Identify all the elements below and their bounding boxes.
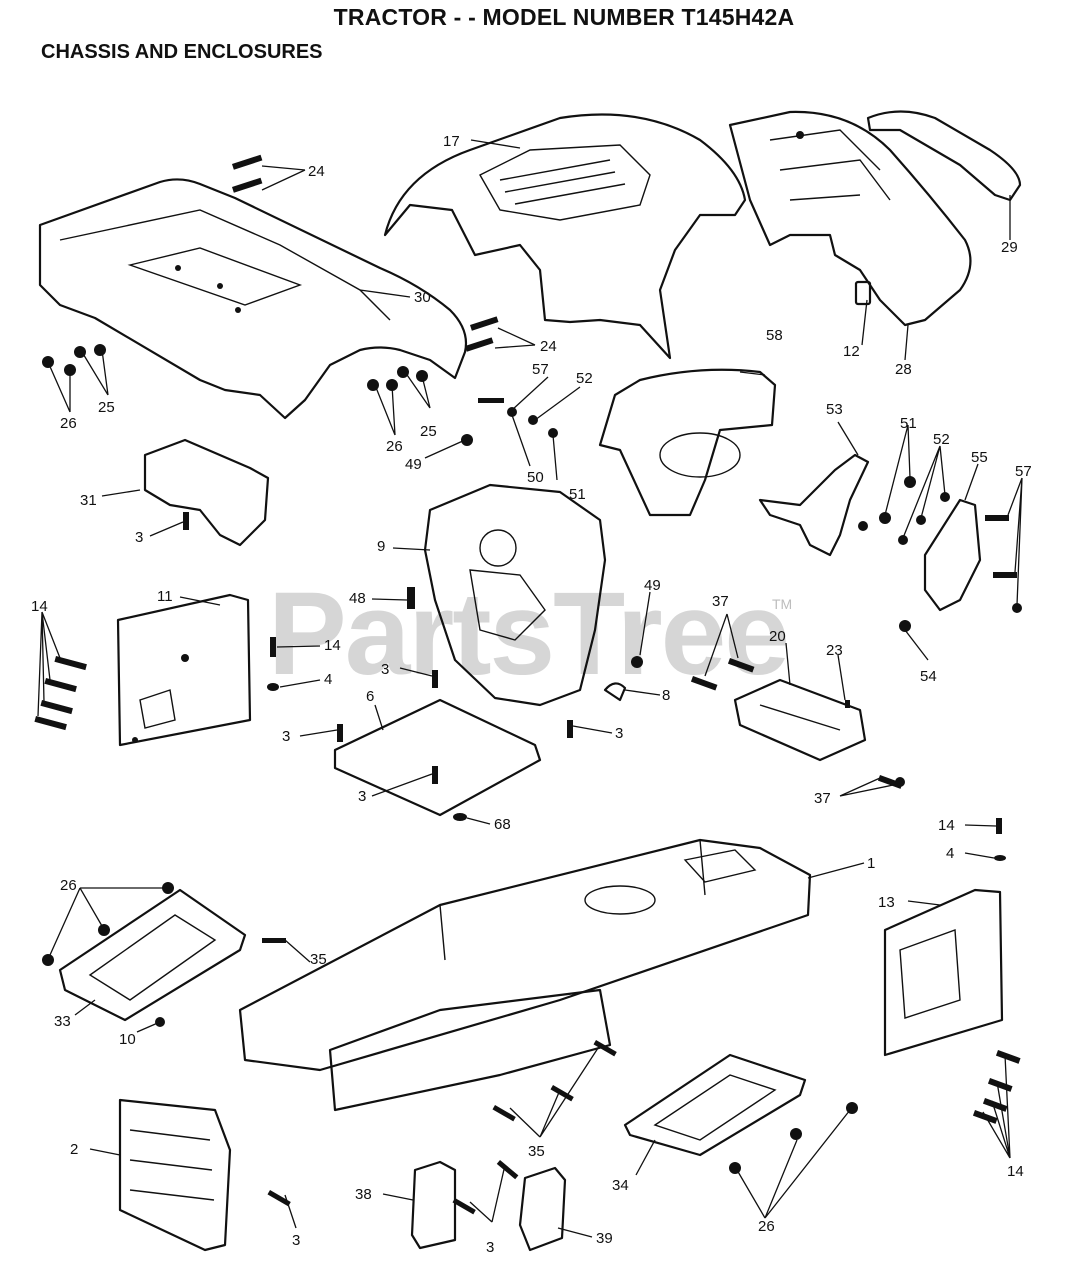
callout-26: 26 bbox=[60, 415, 77, 432]
callout-17: 17 bbox=[443, 133, 460, 150]
part-68-plug[interactable] bbox=[453, 813, 467, 821]
callout-50: 50 bbox=[527, 469, 544, 486]
callout-26: 26 bbox=[758, 1218, 775, 1235]
part-38-bracket[interactable] bbox=[410, 1160, 457, 1250]
part-grille-panel[interactable] bbox=[728, 110, 972, 327]
callout-54: 54 bbox=[920, 668, 937, 685]
callout-34: 34 bbox=[612, 1177, 629, 1194]
callout-10: 10 bbox=[119, 1031, 136, 1048]
callout-52: 52 bbox=[933, 431, 950, 448]
callout-11: 11 bbox=[157, 588, 173, 605]
callout-13: 13 bbox=[878, 894, 895, 911]
part-fender[interactable] bbox=[38, 178, 468, 420]
section-subtitle: CHASSIS AND ENCLOSURES bbox=[41, 41, 323, 63]
callout-14: 14 bbox=[938, 817, 955, 834]
leader-lines bbox=[37, 139, 1023, 1238]
callout-25: 25 bbox=[420, 423, 437, 440]
callout-3: 3 bbox=[292, 1232, 300, 1249]
part-20-bracket[interactable] bbox=[733, 678, 867, 762]
callout-68: 68 bbox=[494, 816, 511, 833]
part-6-plate[interactable] bbox=[333, 698, 542, 817]
watermark-trademark: TM bbox=[772, 596, 793, 612]
callout-12: 12 bbox=[843, 343, 860, 360]
callout-49: 49 bbox=[405, 456, 422, 473]
part-33-footrest[interactable] bbox=[58, 888, 247, 1022]
callout-2: 2 bbox=[70, 1141, 78, 1158]
callout-57: 57 bbox=[1015, 463, 1032, 480]
callout-53: 53 bbox=[826, 401, 843, 418]
part-34-footrest[interactable] bbox=[623, 1053, 807, 1157]
fasteners bbox=[34, 154, 1022, 1215]
watermark-logo: PartsTree bbox=[268, 568, 790, 700]
part-12-clip[interactable] bbox=[854, 280, 872, 306]
part-31-bracket[interactable] bbox=[143, 438, 270, 547]
callout-3: 3 bbox=[135, 529, 143, 546]
callout-24: 24 bbox=[540, 338, 557, 355]
callout-24: 24 bbox=[308, 163, 325, 180]
part-39-bracket[interactable] bbox=[518, 1166, 567, 1252]
callout-1: 1 bbox=[867, 855, 875, 872]
part-main-frame[interactable] bbox=[238, 838, 812, 1112]
callout-39: 39 bbox=[596, 1230, 613, 1247]
diagram-title: TRACTOR - - MODEL NUMBER T145H42A bbox=[333, 4, 795, 30]
callout-4: 4 bbox=[946, 845, 954, 862]
part-dash-panel[interactable] bbox=[423, 483, 607, 707]
callout-38: 38 bbox=[355, 1186, 372, 1203]
callout-52: 52 bbox=[576, 370, 593, 387]
callout-35: 35 bbox=[528, 1143, 545, 1160]
callout-labels: 17 24 29 30 24 12 28 58 25 26 57 52 26 2… bbox=[31, 133, 1032, 1256]
callout-3: 3 bbox=[381, 661, 389, 678]
callout-31: 31 bbox=[80, 492, 97, 509]
part-55-bracket[interactable] bbox=[923, 498, 982, 612]
part-13-side-plate[interactable] bbox=[883, 888, 1004, 1057]
callout-25: 25 bbox=[98, 399, 115, 416]
callout-49: 49 bbox=[644, 577, 661, 594]
callout-26: 26 bbox=[60, 877, 77, 894]
callout-58: 58 bbox=[766, 327, 783, 344]
part-hood[interactable] bbox=[383, 113, 747, 360]
part-11-side-panel[interactable] bbox=[116, 593, 252, 747]
callout-14: 14 bbox=[1007, 1163, 1024, 1180]
callout-20: 20 bbox=[769, 628, 786, 645]
callout-3: 3 bbox=[615, 725, 623, 742]
callout-51: 51 bbox=[900, 415, 917, 432]
callout-55: 55 bbox=[971, 449, 988, 466]
callout-9: 9 bbox=[377, 538, 385, 555]
callout-3: 3 bbox=[358, 788, 366, 805]
callout-37: 37 bbox=[712, 593, 729, 610]
part-grille-insert[interactable] bbox=[866, 110, 1022, 202]
callout-28: 28 bbox=[895, 361, 912, 378]
callout-57: 57 bbox=[532, 361, 549, 378]
callout-8: 8 bbox=[662, 687, 670, 704]
part-dash-shroud[interactable] bbox=[598, 368, 777, 517]
callout-6: 6 bbox=[366, 688, 374, 705]
part-53-bracket[interactable] bbox=[758, 453, 870, 557]
callout-26: 26 bbox=[386, 438, 403, 455]
callout-3: 3 bbox=[486, 1239, 494, 1256]
callout-14: 14 bbox=[324, 637, 341, 654]
callout-30: 30 bbox=[414, 289, 431, 306]
callout-37: 37 bbox=[814, 790, 831, 807]
callout-33: 33 bbox=[54, 1013, 71, 1030]
callout-23: 23 bbox=[826, 642, 843, 659]
callout-29: 29 bbox=[1001, 239, 1018, 256]
part-2-step-plate[interactable] bbox=[118, 1098, 232, 1252]
callout-3: 3 bbox=[282, 728, 290, 745]
callout-35: 35 bbox=[310, 951, 327, 968]
callout-51: 51 bbox=[569, 486, 586, 503]
callout-4: 4 bbox=[324, 671, 332, 688]
callout-14: 14 bbox=[31, 598, 48, 615]
callout-48: 48 bbox=[349, 590, 366, 607]
